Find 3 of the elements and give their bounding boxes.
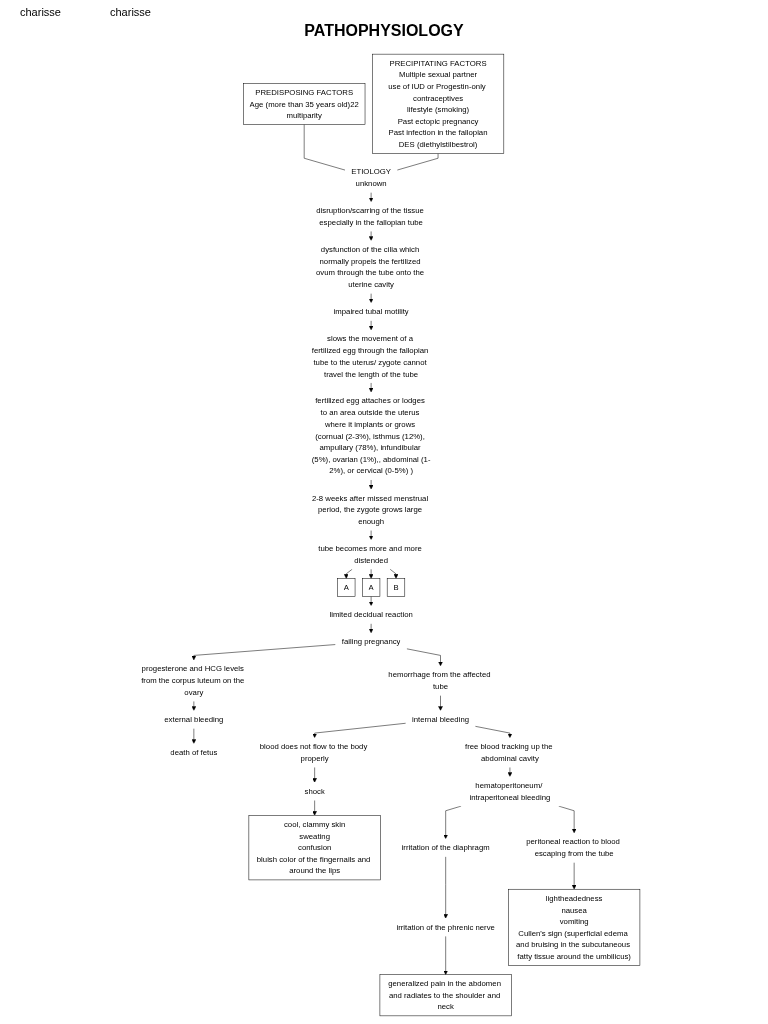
author-note: charisse bbox=[110, 6, 151, 18]
author-note: charisse bbox=[20, 6, 61, 18]
diagram-title: PATHOPHYSIOLOGY bbox=[303, 22, 465, 40]
